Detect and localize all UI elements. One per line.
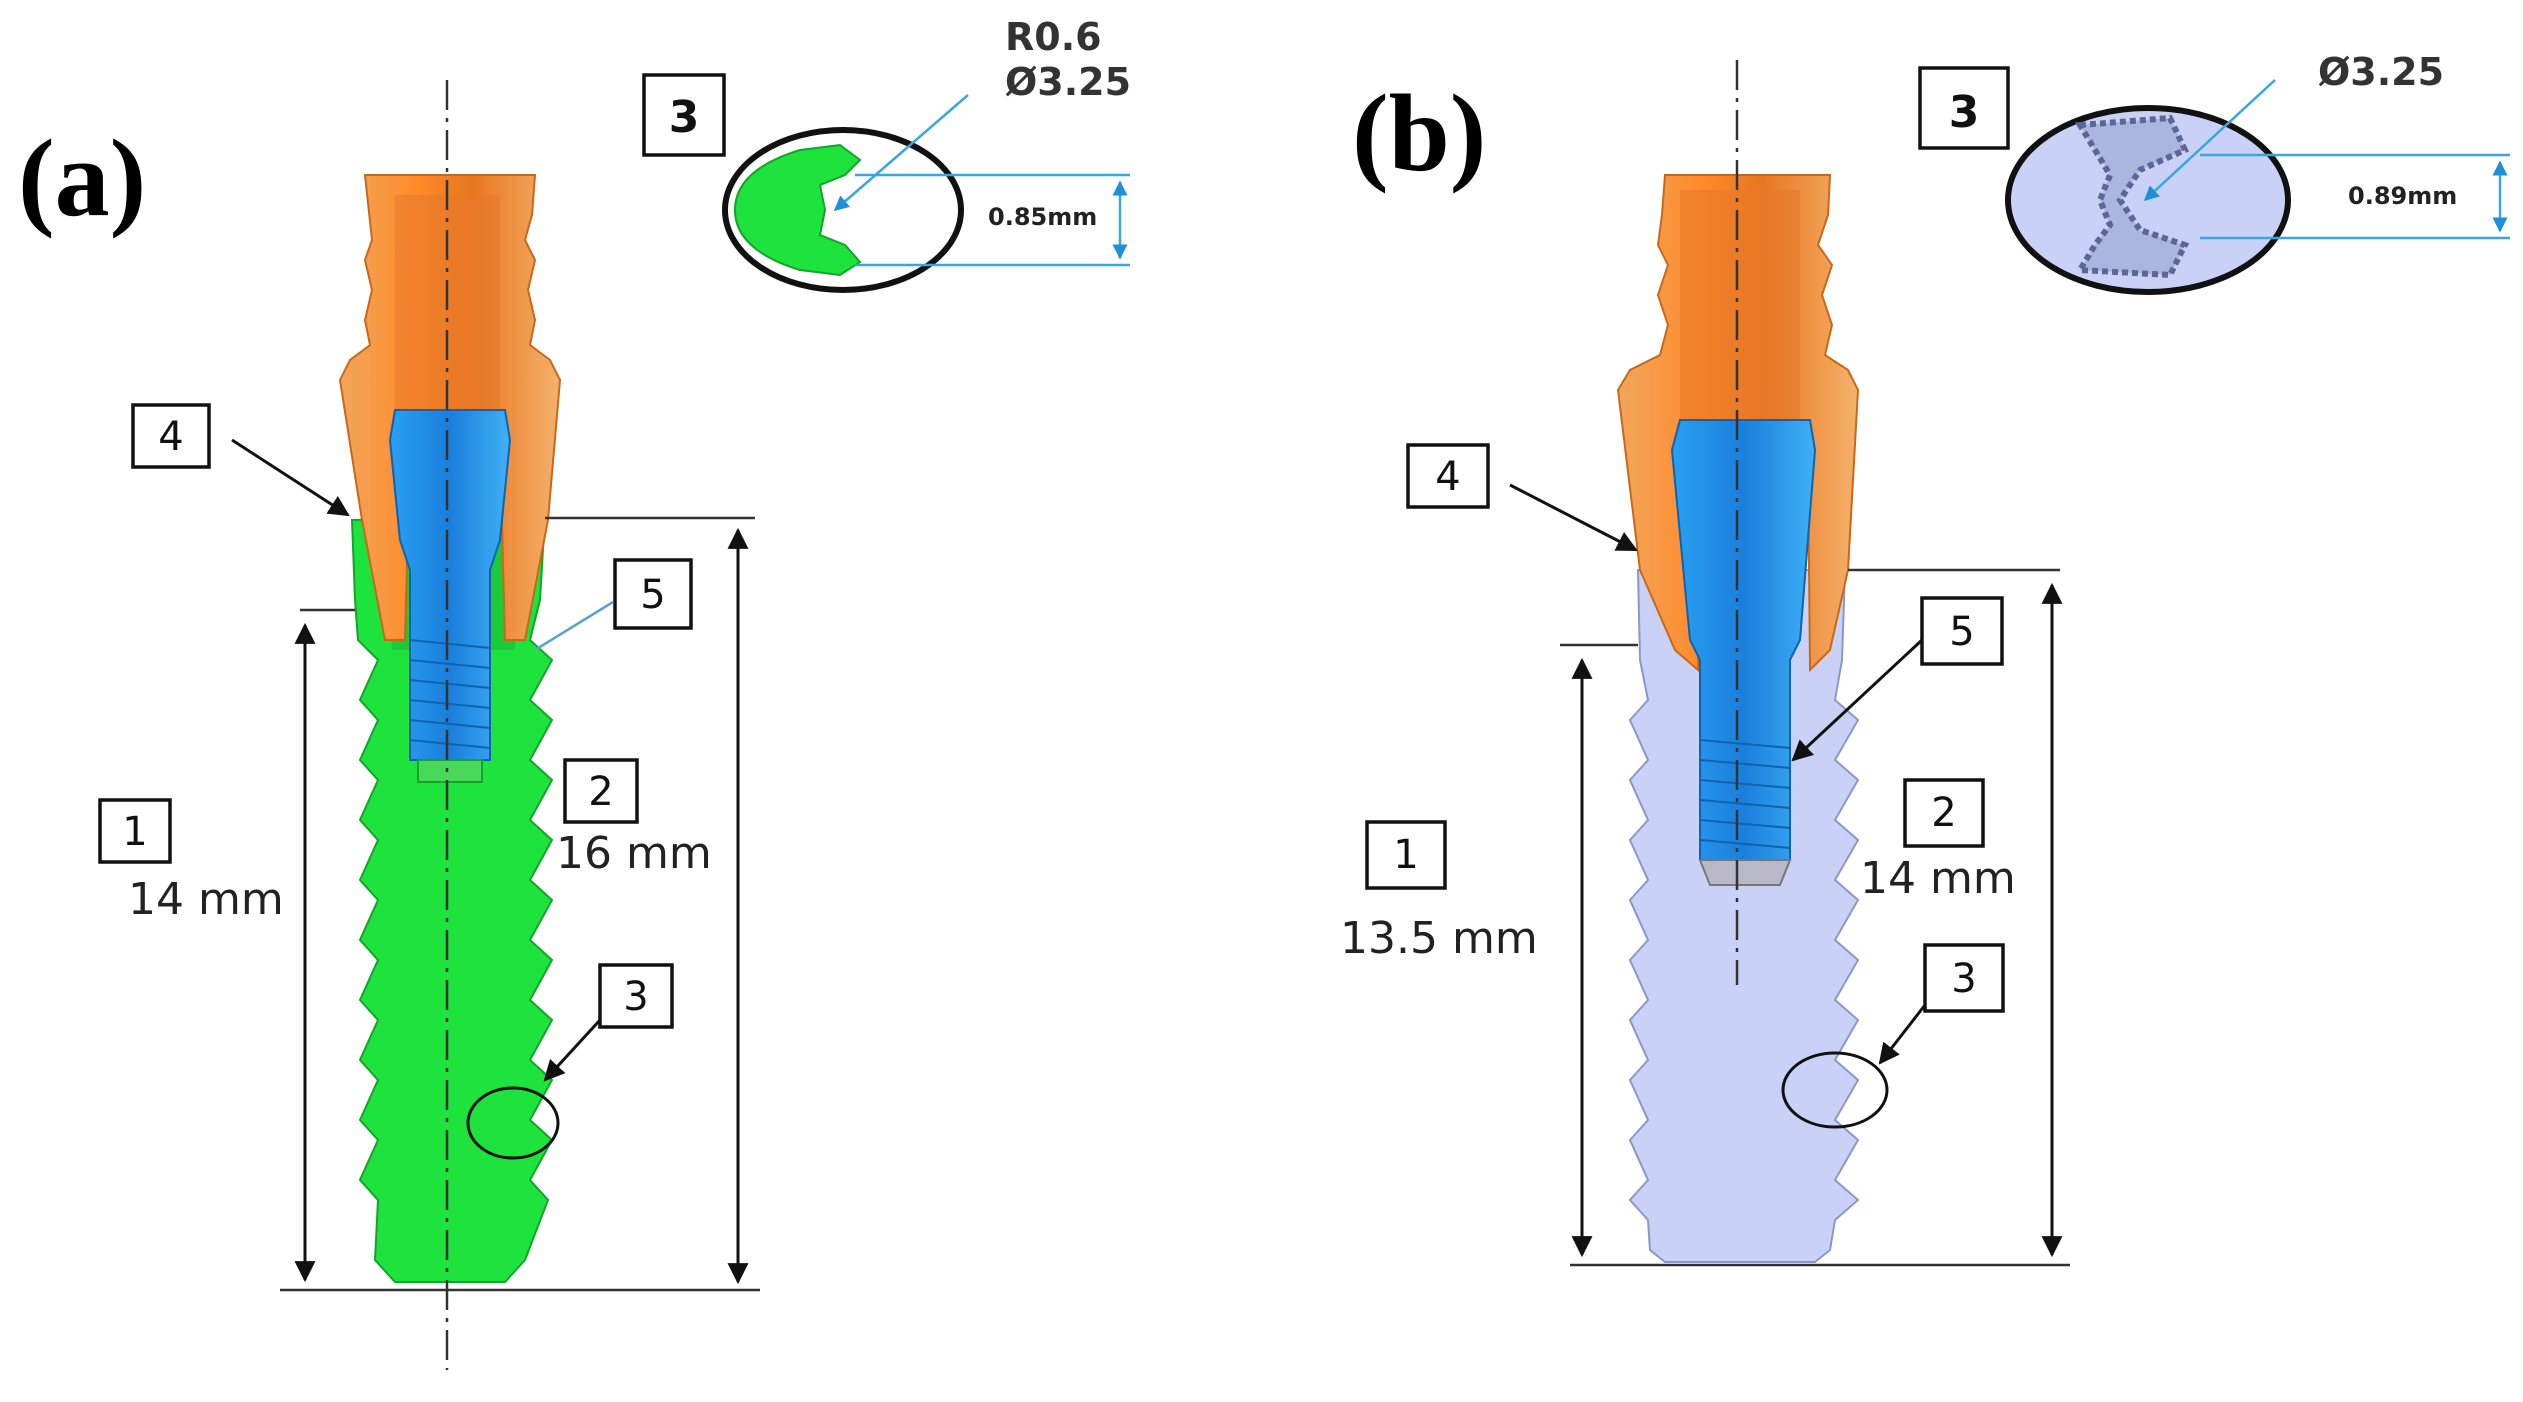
svg-text:5: 5: [1949, 609, 1974, 655]
detail-diameter-a: Ø3.25: [1005, 60, 1131, 104]
callout-3-thread-a: 3: [466, 963, 674, 1160]
svg-text:2: 2: [588, 769, 613, 815]
panel-a: (a): [18, 15, 1131, 1370]
dim-label-1-a: 14 mm: [128, 874, 284, 925]
callout-5-b: 5: [1791, 596, 2004, 762]
panel-b: (b): [1340, 50, 2510, 1267]
svg-text:4: 4: [1435, 454, 1460, 500]
detail-pitch-a: 0.85mm: [988, 203, 1097, 231]
callout-2-a: 2 16 mm: [556, 758, 712, 879]
dim-label-2-a: 16 mm: [556, 828, 712, 879]
dimension-2-a: [545, 516, 755, 1285]
svg-text:3: 3: [1951, 956, 1976, 1002]
callout-1-b: 1 13.5 mm: [1340, 820, 1538, 964]
svg-text:1: 1: [1393, 832, 1418, 878]
svg-text:2: 2: [1931, 790, 1956, 836]
detail-diameter-b: Ø3.25: [2318, 50, 2444, 94]
svg-text:1: 1: [122, 809, 147, 855]
thread-detail-a: 3 R0.6 Ø3.25 0.85mm: [642, 15, 1131, 293]
dim-label-1-b: 13.5 mm: [1340, 913, 1538, 964]
detail-radius-a: R0.6: [1005, 15, 1102, 59]
svg-text:3: 3: [623, 974, 648, 1020]
svg-text:3: 3: [669, 92, 700, 143]
detail-pitch-b: 0.89mm: [2348, 182, 2457, 210]
dimension-1-b: [1560, 643, 2070, 1267]
panel-letter-b: (b): [1352, 72, 1486, 194]
screw-a: [388, 409, 512, 783]
callout-4-b: 4: [1406, 443, 1638, 552]
svg-text:5: 5: [640, 572, 665, 618]
panel-letter-a: (a): [18, 117, 146, 239]
callout-2-b: 2 14 mm: [1860, 778, 2016, 904]
callout-4-a: 4: [131, 403, 350, 517]
callout-3-thread-b: 3: [1781, 943, 2005, 1129]
callout-5-a: 5: [534, 558, 693, 652]
dimension-1-a: [280, 608, 760, 1292]
svg-text:3: 3: [1949, 87, 1980, 138]
dimension-2-b: [1848, 568, 2063, 1258]
thread-detail-b: 3 Ø3.25 0.89mm: [1918, 50, 2510, 295]
svg-text:4: 4: [158, 414, 183, 460]
callout-1-a: 1 14 mm: [98, 798, 284, 925]
dim-label-2-b: 14 mm: [1860, 853, 2016, 904]
screw-b: [1670, 419, 1817, 886]
